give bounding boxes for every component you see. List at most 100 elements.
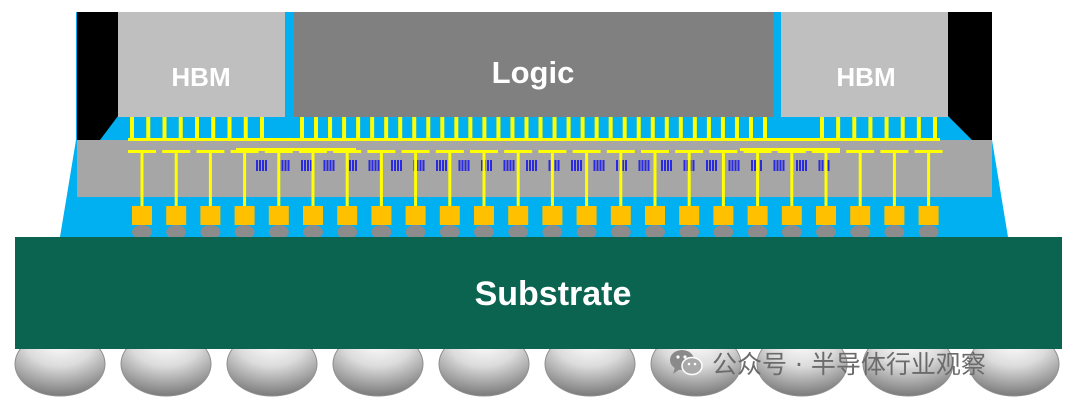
tsv xyxy=(892,150,896,206)
tsv-block xyxy=(442,160,444,171)
tsv xyxy=(448,150,452,206)
tsv-block xyxy=(548,160,551,171)
tsv-block xyxy=(506,160,509,171)
microbump xyxy=(748,117,753,138)
tsv-block xyxy=(391,160,393,171)
microbump xyxy=(243,117,248,138)
tsv-block xyxy=(670,160,672,171)
c4-bump xyxy=(405,225,426,239)
c4-bump-pads xyxy=(132,206,939,239)
microbump xyxy=(566,117,571,138)
tsv-block xyxy=(287,160,290,171)
microbump xyxy=(820,117,824,138)
microbump xyxy=(314,117,319,138)
c4-bump xyxy=(439,225,460,239)
tsv-block xyxy=(818,160,821,171)
c4-pad xyxy=(747,206,768,225)
c4-pad xyxy=(610,206,631,225)
microbump xyxy=(636,117,641,138)
microbump xyxy=(720,117,725,138)
c4-pad xyxy=(850,206,871,225)
microbump xyxy=(538,117,543,138)
tsv xyxy=(687,150,691,206)
tsv-block xyxy=(638,160,641,171)
microbump xyxy=(678,117,683,138)
tsv-block xyxy=(377,160,380,171)
tsv-block xyxy=(571,160,573,171)
tsv-block xyxy=(577,160,579,171)
c4-pad xyxy=(132,206,152,225)
microbump xyxy=(211,117,216,138)
c4-pad xyxy=(405,206,426,225)
microbump xyxy=(482,117,487,138)
microbump xyxy=(412,117,417,138)
tsv-block xyxy=(683,160,686,171)
microbump xyxy=(852,117,857,138)
tsv-block xyxy=(625,160,627,171)
microbump xyxy=(300,117,304,138)
c4-pad xyxy=(200,206,221,225)
tsv-block xyxy=(751,160,753,171)
wechat-icon xyxy=(670,350,703,376)
c4-pad xyxy=(713,206,734,225)
tsv-block xyxy=(512,160,515,171)
c4-bump xyxy=(610,225,631,239)
microbump xyxy=(650,117,655,138)
tsv xyxy=(756,150,760,206)
tsv-block xyxy=(599,160,602,171)
microbump xyxy=(195,117,199,138)
tsv xyxy=(345,150,349,206)
tsv-block xyxy=(394,160,396,171)
c4-pad xyxy=(268,206,289,225)
microbump xyxy=(664,117,669,138)
microbump xyxy=(227,117,232,138)
tsv-block xyxy=(332,160,335,171)
microbump xyxy=(426,117,431,138)
hbm-right-die xyxy=(781,12,948,117)
mold-left xyxy=(77,12,118,140)
c4-bump xyxy=(474,225,494,239)
c4-bump xyxy=(132,225,152,239)
tsv-block xyxy=(554,160,557,171)
tsv xyxy=(482,150,486,206)
through-silicon-vias xyxy=(128,150,943,206)
tsv-block xyxy=(734,160,737,171)
substrate-label: Substrate xyxy=(475,275,632,313)
tsv-block xyxy=(692,160,695,171)
tsv-block xyxy=(622,160,624,171)
tsv-block xyxy=(529,160,531,171)
tsv-block xyxy=(259,160,261,171)
rdl-line xyxy=(740,148,840,151)
tsv-block xyxy=(467,160,470,171)
tsv-block xyxy=(265,160,267,171)
tsv-block xyxy=(580,160,582,171)
tsv-block xyxy=(281,160,284,171)
tsv xyxy=(585,150,589,206)
microbump xyxy=(524,117,529,138)
tsv-block xyxy=(481,160,483,171)
tsv-block xyxy=(416,160,419,171)
microbump xyxy=(734,117,739,138)
microbump xyxy=(933,117,937,138)
microbump xyxy=(608,117,613,138)
microbump xyxy=(552,117,557,138)
tsv xyxy=(858,150,862,206)
c4-pad xyxy=(816,206,836,225)
microbump xyxy=(342,117,347,138)
microbump xyxy=(763,117,767,138)
c4-pad xyxy=(542,206,563,225)
c4-bump xyxy=(884,225,905,239)
c4-bump xyxy=(781,225,802,239)
tsv-block xyxy=(326,160,329,171)
microbump xyxy=(622,117,627,138)
tsv-block xyxy=(256,160,258,171)
c4-bump xyxy=(713,225,734,239)
tsv-block xyxy=(487,160,489,171)
tsv-block xyxy=(779,160,782,171)
c4-bump xyxy=(166,225,187,239)
tsv-block xyxy=(397,160,399,171)
microbump xyxy=(594,117,599,138)
tsv-block xyxy=(400,160,402,171)
tsv-block xyxy=(796,160,798,171)
